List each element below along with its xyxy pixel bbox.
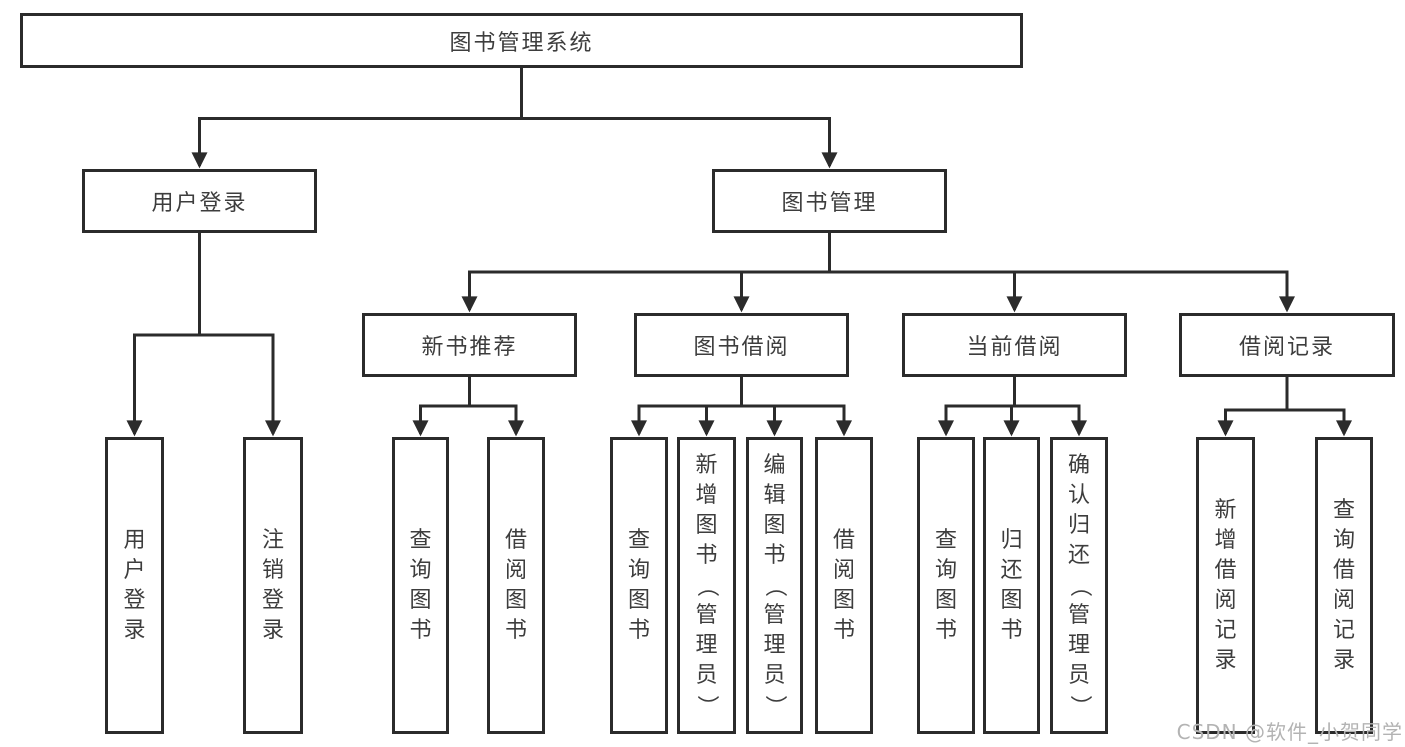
leaf-query-borrow-record: 查询借阅记录 bbox=[1315, 437, 1373, 734]
leaf-logout: 注销登录 bbox=[243, 437, 303, 734]
node-book-management: 图书管理 bbox=[712, 169, 947, 233]
leaf-query-books-borrow: 查询图书 bbox=[610, 437, 668, 734]
leaf-borrow-books: 借阅图书 bbox=[815, 437, 873, 734]
leaf-add-books-admin: 新增图书（管理员） bbox=[677, 437, 736, 734]
connector-group bbox=[126, 66, 1352, 437]
leaf-query-books-current: 查询图书 bbox=[917, 437, 975, 734]
node-current-borrowing: 当前借阅 bbox=[902, 313, 1127, 377]
leaf-return-books: 归还图书 bbox=[983, 437, 1040, 734]
leaf-confirm-return-admin: 确认归还（管理员） bbox=[1050, 437, 1108, 734]
node-borrowing-records: 借阅记录 bbox=[1179, 313, 1395, 377]
node-library-management-system: 图书管理系统 bbox=[20, 13, 1023, 68]
leaf-query-books-recommend: 查询图书 bbox=[392, 437, 449, 734]
leaf-user-login: 用户登录 bbox=[105, 437, 164, 734]
node-book-borrowing: 图书借阅 bbox=[634, 313, 849, 377]
leaf-borrow-books-recommend: 借阅图书 bbox=[487, 437, 545, 734]
node-user-login: 用户登录 bbox=[82, 169, 317, 233]
node-new-book-recommendation: 新书推荐 bbox=[362, 313, 577, 377]
csdn-watermark: CSDN @软件_小贺同学 bbox=[1176, 720, 1403, 744]
leaf-edit-books-admin: 编辑图书（管理员） bbox=[746, 437, 803, 734]
leaf-add-borrow-record: 新增借阅记录 bbox=[1196, 437, 1255, 734]
